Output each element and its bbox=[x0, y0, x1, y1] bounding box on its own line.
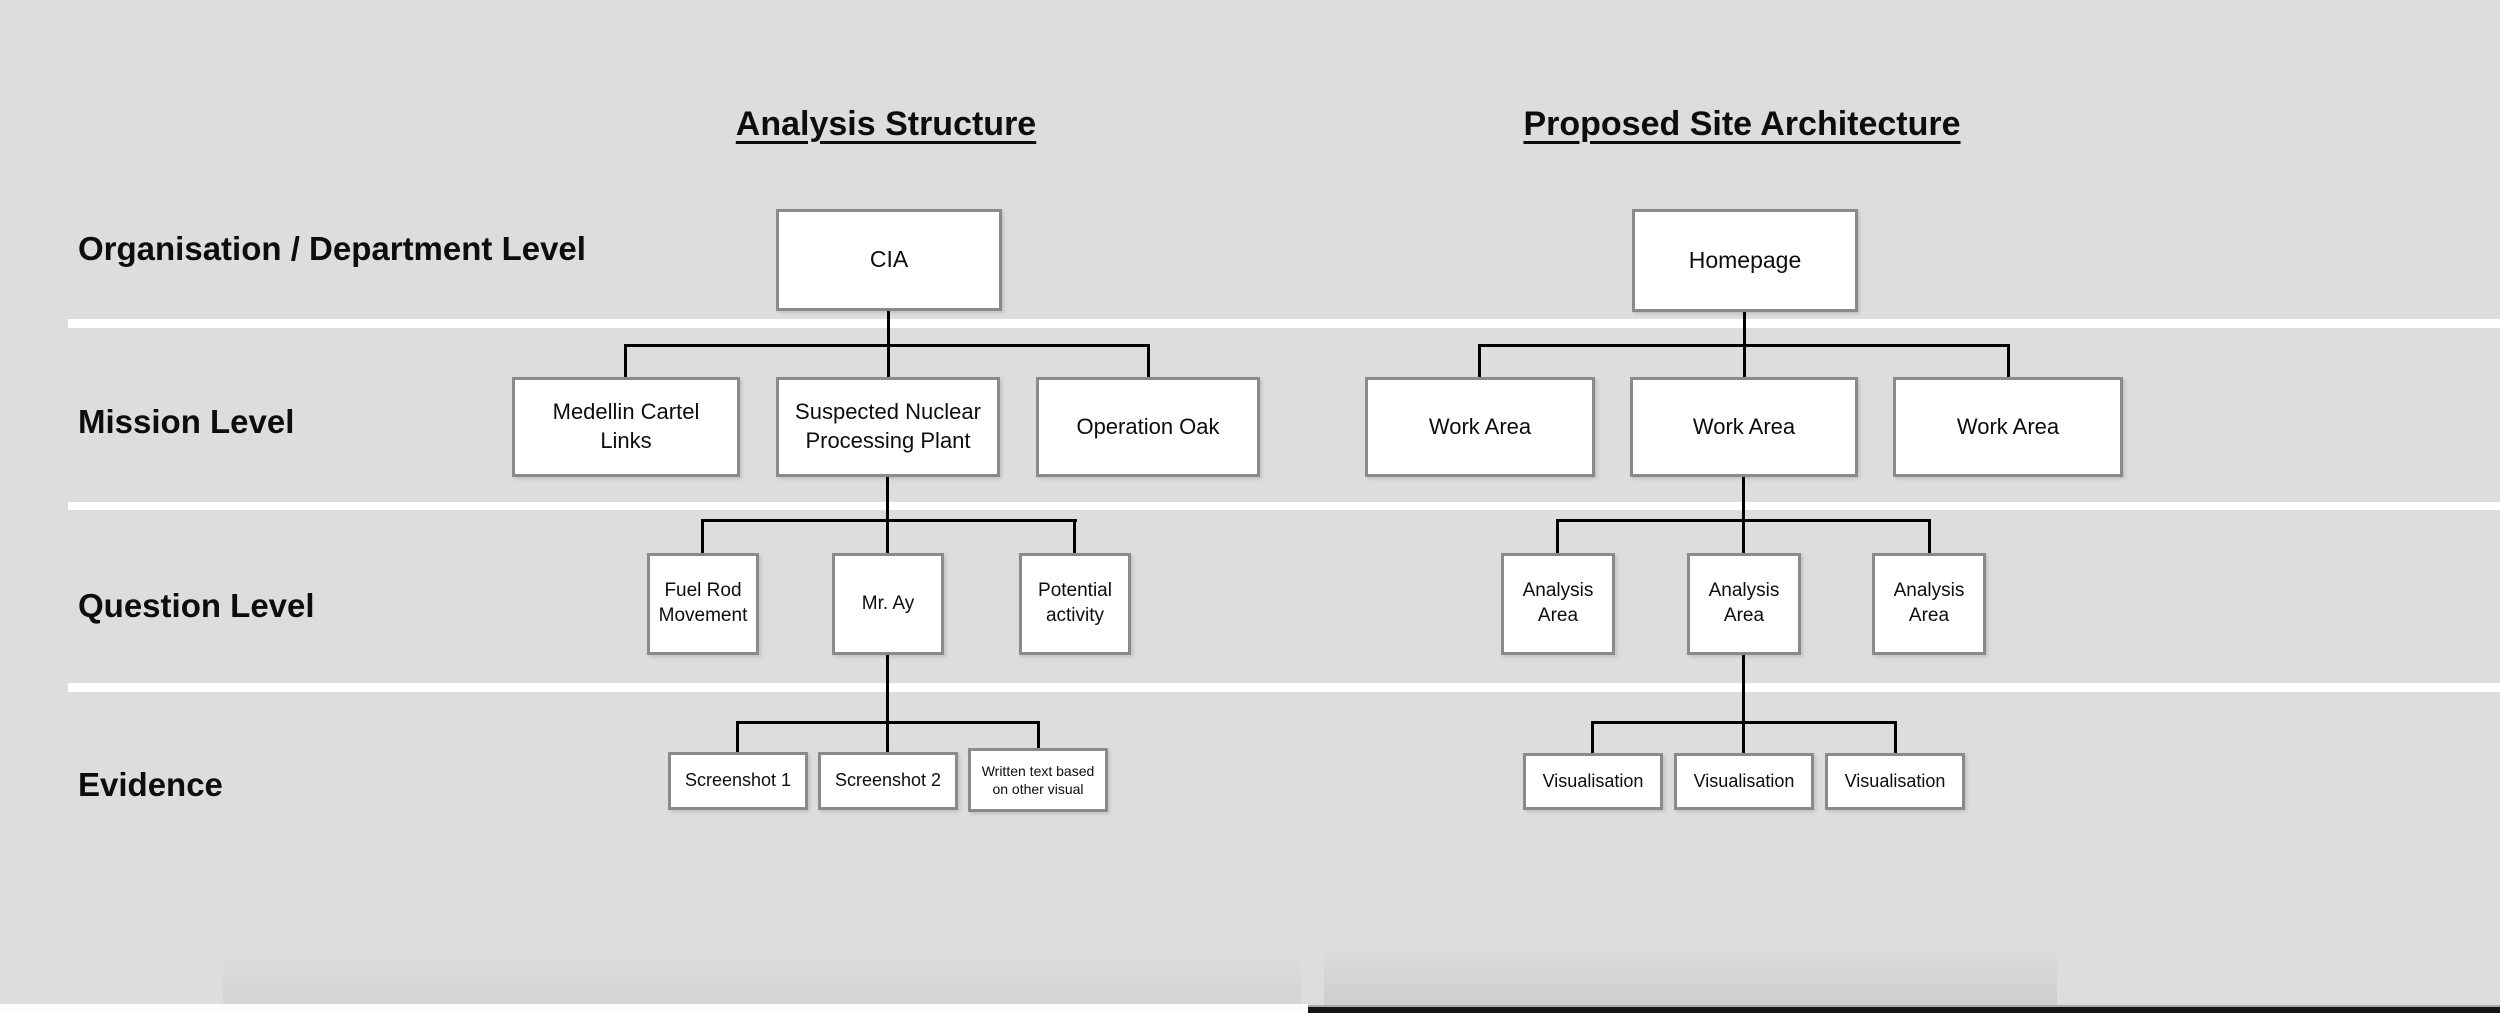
node-analysis-area-3: Analysis Area bbox=[1872, 553, 1986, 655]
connector-line bbox=[1478, 344, 2010, 347]
window-shadow bbox=[223, 951, 1301, 1005]
node-analysis-area-2: Analysis Area bbox=[1687, 553, 1801, 655]
node-screenshot-2: Screenshot 2 bbox=[818, 752, 958, 810]
connector-line bbox=[1591, 721, 1897, 724]
connector-line bbox=[1894, 721, 1897, 753]
node-operation-oak: Operation Oak bbox=[1036, 377, 1260, 477]
node-visualisation-1: Visualisation bbox=[1523, 753, 1663, 810]
connector-line bbox=[1742, 477, 1745, 553]
connector-line bbox=[886, 477, 889, 553]
connector-line bbox=[624, 344, 627, 377]
connector-line bbox=[2007, 344, 2010, 377]
connector-line bbox=[1478, 344, 1481, 377]
node-suspected-nuclear-processing-plant: Suspected Nuclear Processing Plant bbox=[776, 377, 1000, 477]
connector-line bbox=[701, 519, 1077, 522]
connector-line bbox=[736, 721, 1040, 724]
row-label-evidence: Evidence bbox=[78, 766, 223, 803]
site-architecture-title: Proposed Site Architecture bbox=[1523, 105, 1961, 143]
node-analysis-area-1: Analysis Area bbox=[1501, 553, 1615, 655]
node-work-area-3: Work Area bbox=[1893, 377, 2123, 477]
node-homepage: Homepage bbox=[1632, 209, 1858, 312]
node-work-area-2: Work Area bbox=[1630, 377, 1858, 477]
connector-line bbox=[1742, 655, 1745, 753]
connector-line bbox=[701, 519, 704, 553]
connector-line bbox=[886, 655, 889, 752]
node-screenshot-1: Screenshot 1 bbox=[668, 752, 808, 810]
connector-line bbox=[1928, 519, 1931, 553]
row-divider bbox=[68, 683, 2500, 692]
connector-line bbox=[1147, 344, 1150, 377]
node-work-area-1: Work Area bbox=[1365, 377, 1595, 477]
window-shadow bbox=[1324, 946, 2057, 1006]
row-divider bbox=[68, 319, 2500, 328]
node-visualisation-3: Visualisation bbox=[1825, 753, 1965, 810]
row-label-question-level: Question Level bbox=[78, 587, 315, 624]
bottom-window-edge-dark bbox=[1308, 1005, 2500, 1013]
node-cia: CIA bbox=[776, 209, 1002, 311]
connector-line bbox=[1073, 519, 1076, 553]
row-divider bbox=[68, 502, 2500, 510]
node-medellin-cartel-links: Medellin Cartel Links bbox=[512, 377, 740, 477]
node-written-text-based-on-other-visual: Written text based on other visual bbox=[968, 748, 1108, 812]
connector-line bbox=[736, 721, 739, 752]
row-label-mission-level: Mission Level bbox=[78, 403, 295, 440]
analysis-structure-title: Analysis Structure bbox=[735, 105, 1037, 143]
node-mr-ay: Mr. Ay bbox=[832, 553, 944, 655]
node-fuel-rod-movement: Fuel Rod Movement bbox=[647, 553, 759, 655]
connector-line bbox=[1591, 721, 1594, 753]
row-label-organisation-level: Organisation / Department Level bbox=[78, 230, 586, 267]
node-visualisation-2: Visualisation bbox=[1674, 753, 1814, 810]
connector-line bbox=[1037, 721, 1040, 748]
connector-line bbox=[1556, 519, 1931, 522]
node-potential-activity: Potential activity bbox=[1019, 553, 1131, 655]
connector-line bbox=[1556, 519, 1559, 553]
bottom-window-edge-light bbox=[0, 1004, 1308, 1013]
connector-line bbox=[624, 344, 1150, 347]
